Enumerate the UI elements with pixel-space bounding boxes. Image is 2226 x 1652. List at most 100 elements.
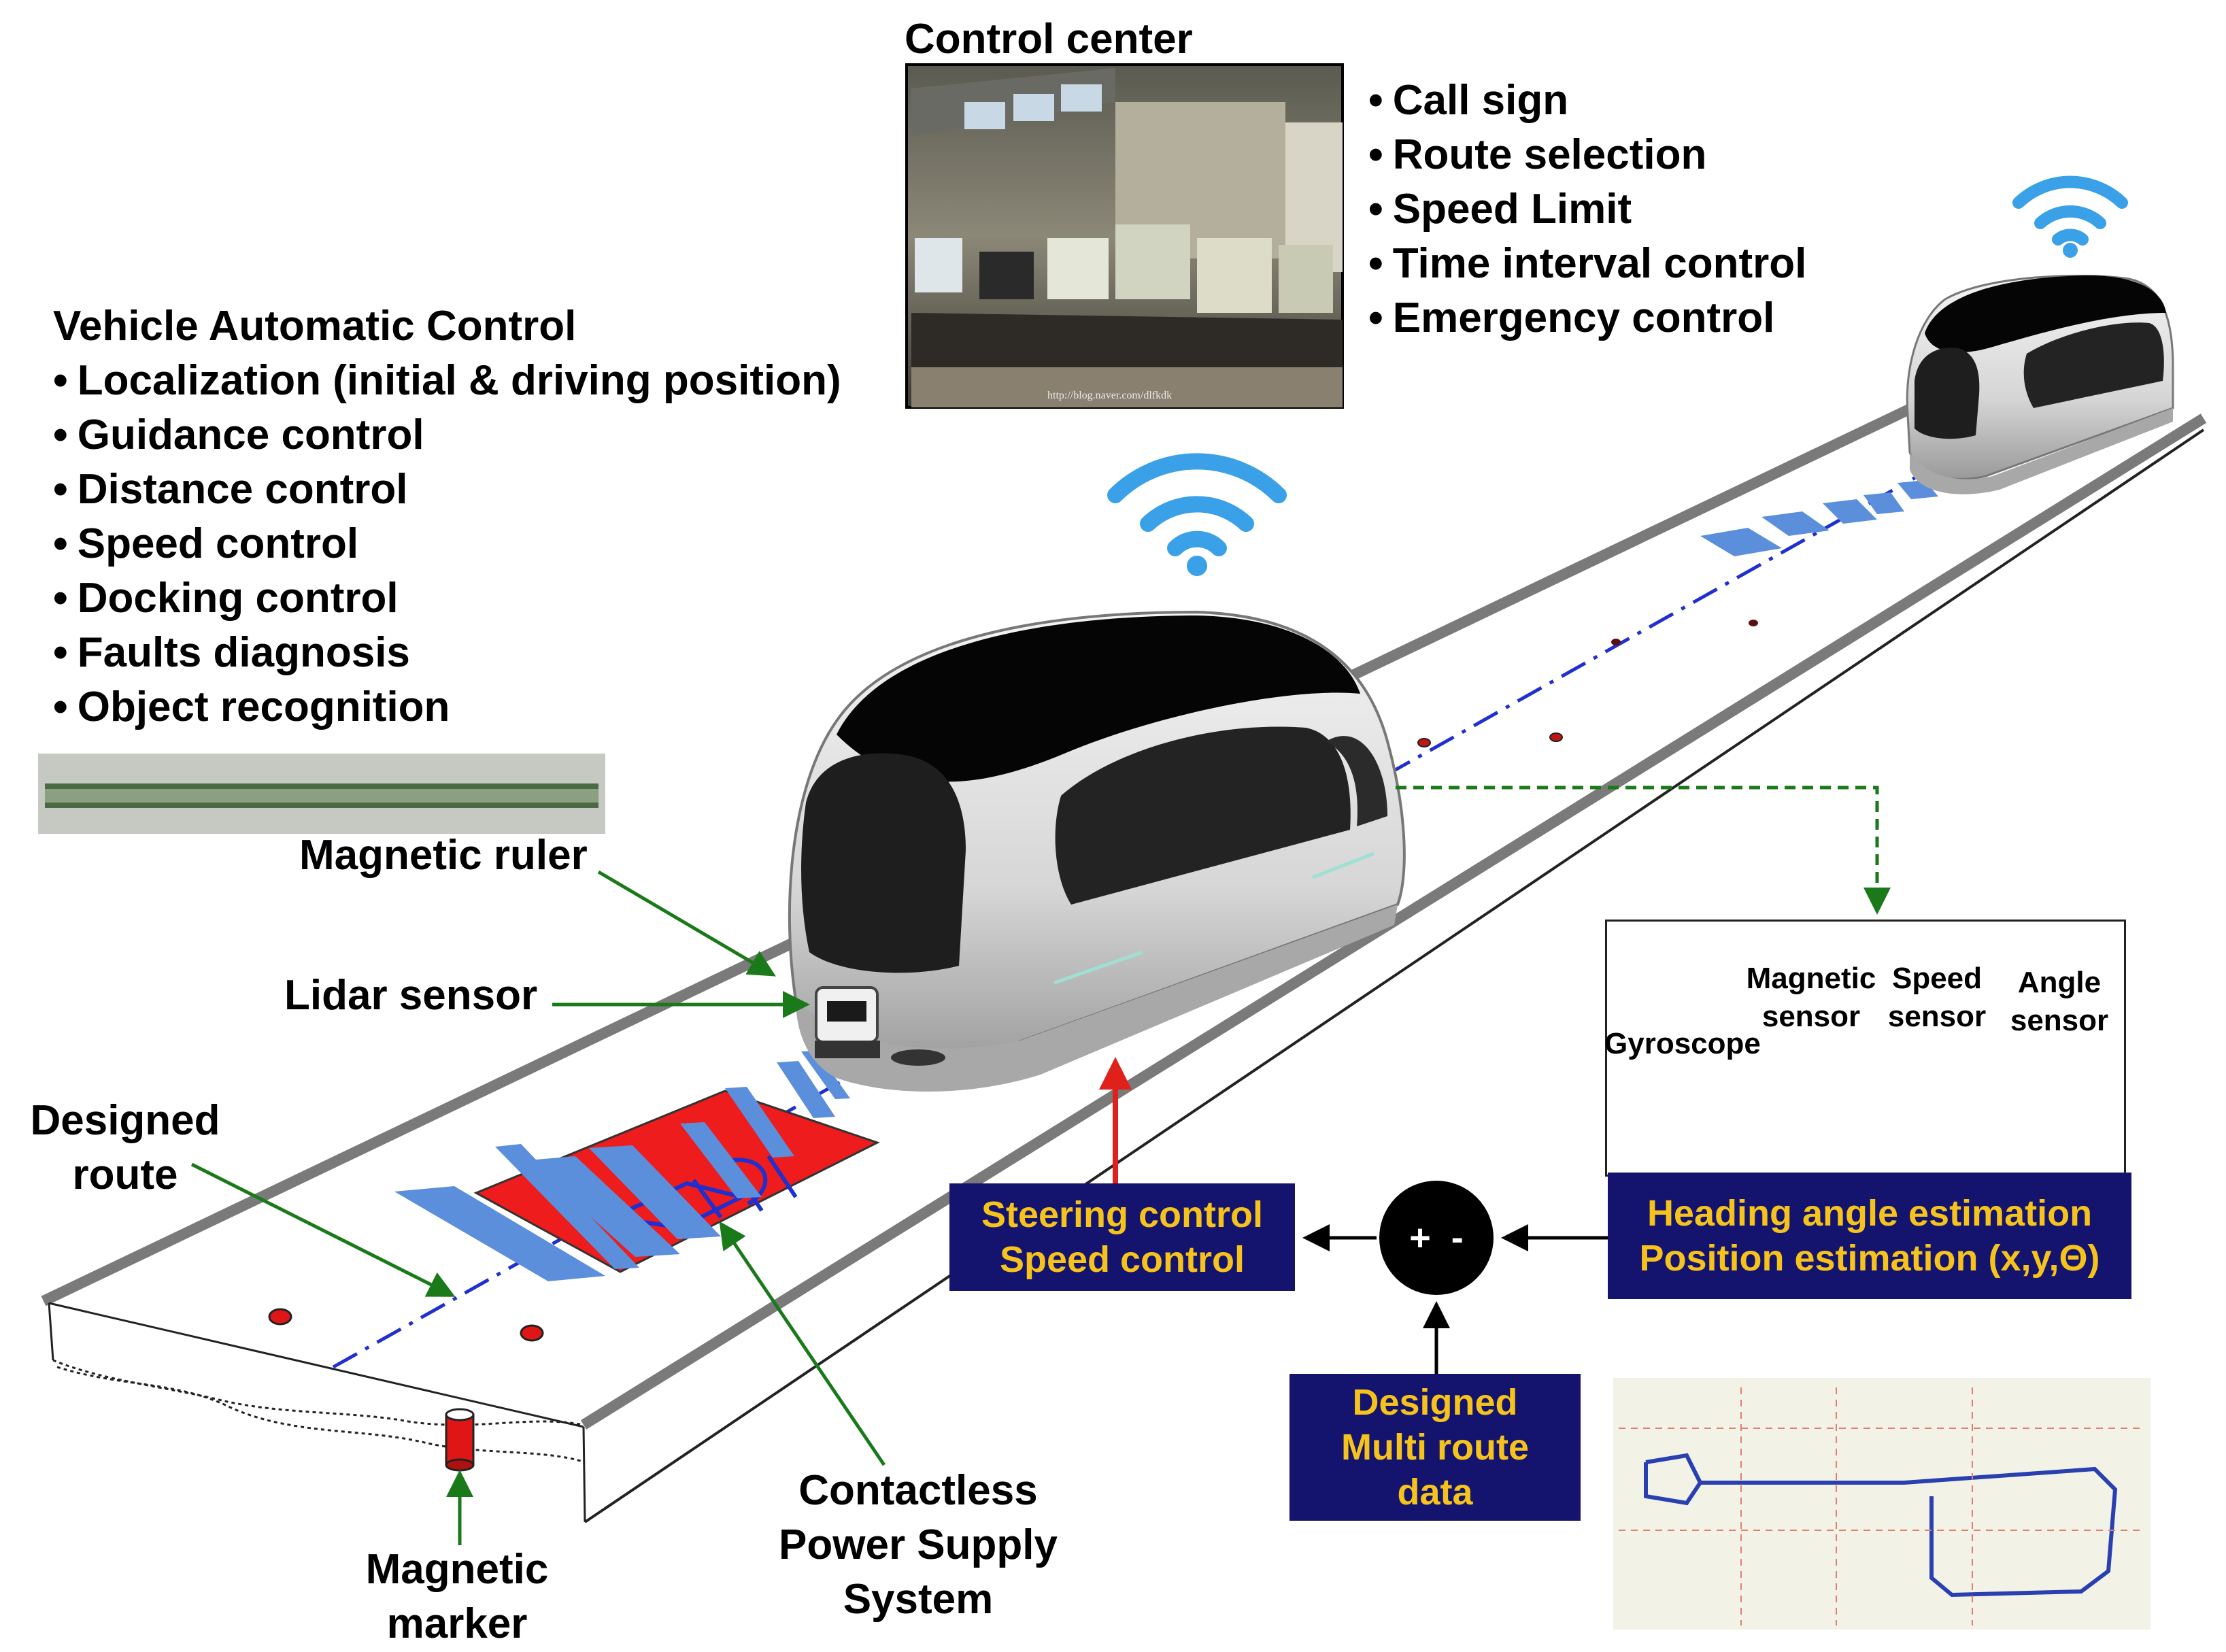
magnetic-sensor-label: Magnetic sensor: [1736, 960, 1886, 1036]
vehicle-rear-window: [1326, 736, 1387, 826]
vehicle-control-item: Guidance control: [53, 408, 841, 462]
magnetic-ruler-label: Magnetic ruler: [299, 832, 588, 879]
route-data-line: Multi route: [1341, 1427, 1529, 1468]
gyroscope-label: Gyroscope: [1604, 1027, 1761, 1060]
ruler-stripe: [495, 1144, 639, 1269]
photo-monitor: [979, 252, 1034, 299]
photo-screen: [964, 102, 1005, 129]
guideway-left-side: [48, 1302, 54, 1361]
photo-monitor: [915, 238, 962, 292]
steering-control-line: Speed control: [999, 1239, 1245, 1280]
guideway-front-edge: [48, 1302, 584, 1428]
speed-sensor-label-line: Speed: [1891, 962, 1983, 995]
guideway-edge: [584, 428, 2205, 1523]
vehicle-control-item: Localization (initial & driving position…: [53, 354, 841, 408]
ruler-photo-strip: [45, 789, 598, 803]
magnetic-ruler-arrow: [597, 870, 776, 977]
marker-dot: [1417, 738, 1431, 747]
wifi-icon: [2012, 175, 2128, 258]
photo-caption: http://blog.naver.com/dlfkdk: [1047, 390, 1173, 401]
designed-route-label-line: Designed: [30, 1097, 220, 1144]
lidar-device: [815, 986, 880, 1058]
photo-screen: [1013, 94, 1054, 121]
photo-screen: [1061, 84, 1102, 112]
lidar-base: [815, 1041, 880, 1058]
route-data-block: Designed Multi route data: [1289, 1374, 1581, 1521]
control-loop-arrows: [1302, 1224, 1609, 1374]
vehicle-lower-skirt: [796, 905, 1398, 1092]
ruler-stripe: [394, 1186, 605, 1281]
vehicle-side-window: [1055, 726, 1351, 905]
power-supply-label-line: System: [843, 1576, 994, 1623]
ruler-stripe: [725, 1087, 794, 1158]
marker-dot: [1549, 732, 1563, 742]
vehicle-to-sensors-arrow: [1396, 786, 1891, 915]
magnetic-sensor-label-line: Magnetic: [1746, 962, 1876, 995]
magnetic-sensor-label-line: sensor: [1761, 1000, 1861, 1033]
vehicle-control-title: Vehicle Automatic Control: [53, 303, 577, 350]
function-item: Emergency control: [1368, 291, 1806, 345]
magnetic-ruler-photo: [38, 754, 605, 834]
photo-monitor: [1047, 238, 1109, 299]
vehicle-lower-skirt: [1910, 408, 2173, 494]
photo-monitor: [1197, 238, 1272, 313]
ruler-stripe: [1700, 528, 1782, 556]
designed-route-label-line: route: [72, 1151, 178, 1198]
function-item: Call sign: [1368, 73, 1806, 128]
speed-sensor-label: Speed sensor: [1886, 960, 1988, 1036]
second-vehicle: [1906, 274, 2174, 494]
magnetic-marker-label-line: Magnetic: [365, 1546, 549, 1593]
ruler-stripe: [1823, 499, 1877, 524]
route-data-line: Designed: [1352, 1382, 1518, 1423]
magnetic-marker-cylinder: [445, 1408, 475, 1472]
photo-floor: [911, 367, 1343, 407]
estimation-line: Heading angle estimation: [1647, 1193, 2093, 1234]
vehicle-control-item: Speed control: [53, 517, 841, 571]
ruler-stripe: [777, 1061, 835, 1118]
vehicle-control-item: Docking control: [53, 571, 841, 626]
lidar-lens: [827, 1001, 866, 1022]
vehicle-roof: [1925, 275, 2166, 353]
function-item: Route selection: [1368, 128, 1806, 182]
function-item: Speed Limit: [1368, 182, 1806, 237]
vehicle-windshield: [801, 753, 966, 973]
marker-cylinder-bottom: [445, 1458, 475, 1472]
vehicle-trim-light: [1312, 852, 1375, 879]
ruler-stripe: [1864, 492, 1904, 514]
sensors-panel: Gyroscope Magnetic sensor Speed sensor A…: [1604, 920, 2126, 1177]
designed-route-arrow: [190, 1162, 456, 1297]
estimation-line: Position estimation (x,y,Θ): [1639, 1238, 2100, 1279]
ruler-stripe: [801, 1051, 850, 1099]
estimation-block: Heading angle estimation Position estima…: [1608, 1173, 2131, 1299]
angle-sensor-label-line: Angle: [2017, 966, 2102, 999]
guideway-cut-edge-2: [56, 1366, 586, 1464]
marker-cylinder-top: [445, 1408, 475, 1421]
speed-sensor-label-line: sensor: [1887, 1000, 1987, 1033]
steering-control-line: Steering control: [981, 1194, 1264, 1235]
magnetic-marker-label: Magnetic marker: [340, 1543, 574, 1651]
marker-dot: [1749, 620, 1758, 626]
wifi-icon: [1107, 453, 1287, 576]
ruler-stripe: [1761, 511, 1829, 536]
marker-dot: [268, 1308, 292, 1326]
vehicle-control-item: Faults diagnosis: [53, 626, 841, 680]
photo-monitor: [1115, 224, 1190, 299]
steering-control-block: Steering control Speed control: [949, 1183, 1295, 1291]
magnetic-marker-label-line: marker: [386, 1600, 528, 1647]
function-item: Time interval control: [1368, 237, 1807, 291]
vehicle-trim-light: [1053, 950, 1143, 985]
vehicle-control-item: Distance control: [53, 462, 841, 517]
control-center-functions: Call sign Route selection Speed Limit Ti…: [1368, 73, 1807, 345]
ruler-stripe: [528, 1156, 680, 1257]
vehicle-side-window: [2023, 322, 2164, 408]
control-center-title: Control center: [905, 16, 1193, 63]
magnetic-markers: [268, 620, 1758, 1342]
power-supply-arrow: [719, 1221, 886, 1466]
vehicle-headlight: [891, 1049, 945, 1066]
angle-sensor-label-line: sensor: [2010, 1004, 2109, 1037]
route-map-route: [1644, 1453, 2118, 1598]
route-map-image: [1613, 1378, 2151, 1630]
power-supply-label-line: Power Supply: [779, 1521, 1058, 1568]
photo-monitor: [1279, 245, 1333, 313]
